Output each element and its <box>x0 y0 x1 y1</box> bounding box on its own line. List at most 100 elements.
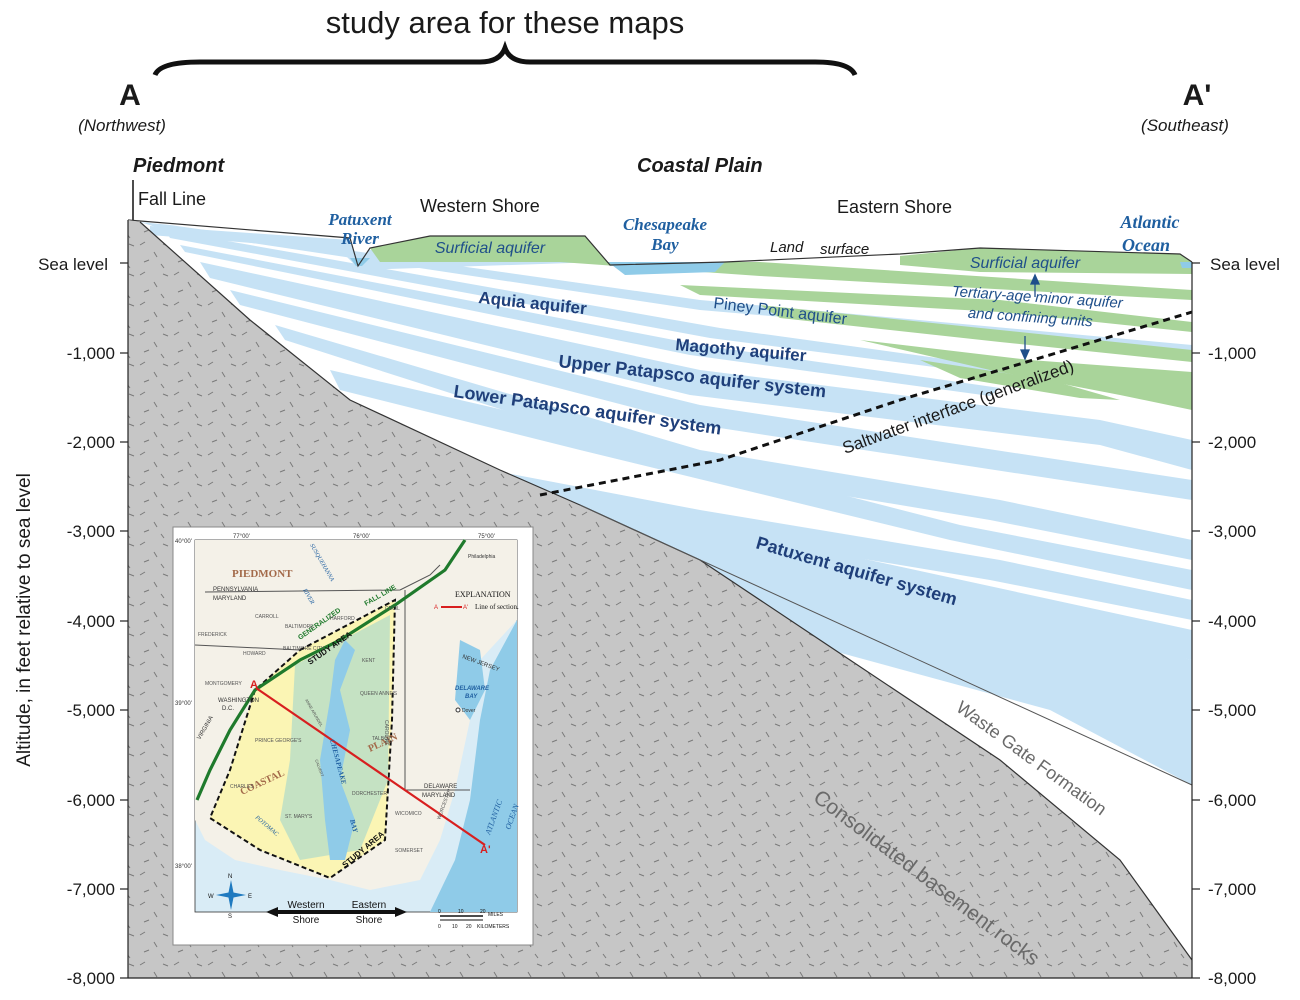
inset-eastern-shore-1: Eastern <box>352 900 386 911</box>
inset-chesapeake-bay <box>320 640 355 860</box>
land-surface-line <box>127 219 1193 268</box>
tick-label-right: -6,000 <box>1208 791 1256 810</box>
tick-label-right: -3,000 <box>1208 522 1256 541</box>
tick-label-right: -8,000 <box>1208 969 1256 988</box>
tick-label-left: -4,000 <box>67 612 115 631</box>
inset-label-pennsylvania: PENNSYLVANIA <box>213 587 258 593</box>
y-axis-ticks <box>120 262 1200 979</box>
inset-location-map: PIEDMONT PENNSYLVANIA MARYLAND VIRGINIA … <box>172 526 534 946</box>
chesapeake-bay-water <box>608 262 725 275</box>
fall-line-label: Fall Line <box>138 189 206 209</box>
sea-level-left-label: Sea level <box>38 255 108 274</box>
inset-fall-line <box>195 539 467 801</box>
inset-legend-text: Line of section. <box>475 603 519 611</box>
tick-label-left: -2,000 <box>67 433 115 452</box>
inset-eastern-shore-2: Shore <box>356 915 383 926</box>
inset-county: QUEEN ANNE'S <box>360 691 398 697</box>
inset-label-maryland: MARYLAND <box>213 596 247 602</box>
sea-level-right-label: Sea level <box>1210 255 1280 274</box>
surficial-aquifer-west-label: Surficial aquifer <box>435 240 546 257</box>
tick-label-left: -7,000 <box>67 880 115 899</box>
section-end-a-prime-direction: (Southeast) <box>1141 116 1229 135</box>
scale-mi-tick: 20 <box>480 909 486 915</box>
tick-label-left: -5,000 <box>67 701 115 720</box>
inset-section-a-prime: A' <box>480 844 491 856</box>
surficial-aquifer-east <box>900 248 1192 274</box>
scale-km-label: KILOMETERS <box>477 924 510 930</box>
inset-state-borders <box>194 564 470 791</box>
tick-label-left: -1,000 <box>67 344 115 363</box>
inset-county: ST. MARY'S <box>285 814 313 820</box>
inset-county: WICOMICO <box>395 811 422 817</box>
patuxent-river-label-2: River <box>340 229 379 248</box>
inset-legend-a-prime: A' <box>463 605 468 611</box>
tick-label-right: -1,000 <box>1208 344 1256 363</box>
inset-shore-arrow <box>266 907 407 917</box>
inset-label-dover: Dover <box>462 708 476 714</box>
inset-lat-label: 40°00' <box>175 539 192 545</box>
eastern-shore-label: Eastern Shore <box>837 197 952 217</box>
land-surface-label-2: surface <box>820 241 869 258</box>
left-tick-labels: -1,000 -2,000 -3,000 -4,000 -5,000 -6,00… <box>67 344 115 988</box>
inset-label-delaware-bay-1: DELAWARE <box>455 686 490 692</box>
inset-section-a: A <box>250 679 258 691</box>
inset-county: PRINCE GEORGE'S <box>255 738 302 744</box>
compass-e: E <box>248 894 252 900</box>
inset-county: CALVERT <box>314 759 325 778</box>
inset-lon-label: 77°00' <box>233 534 250 540</box>
inset-county: BALTIMORE CITY <box>283 646 325 652</box>
inset-label-maryland-2: MARYLAND <box>422 793 456 799</box>
land-surface-label-1: Land <box>770 239 804 256</box>
tick-label-right: -4,000 <box>1208 612 1256 631</box>
inset-county: MONTGOMERY <box>205 681 243 687</box>
western-shore-label: Western Shore <box>420 196 540 216</box>
saltwater-interface-line <box>539 310 1193 497</box>
section-end-a: A <box>119 79 141 112</box>
inset-lon-label: 75°00' <box>478 534 495 540</box>
inset-county: CHARLES <box>230 784 254 790</box>
inset-label-piedmont: PIEDMONT <box>232 568 293 580</box>
inset-lat-label: 39°00' <box>175 701 192 707</box>
compass-n: N <box>228 874 232 880</box>
inset-county: SOMERSET <box>395 848 423 854</box>
inset-county: KENT <box>362 658 375 664</box>
inset-compass-rose: N S W E <box>208 874 252 920</box>
inset-scale-bar: 0 10 20 MILES 0 10 20 KILOMETERS <box>438 909 510 930</box>
inset-county: CARROLL <box>255 614 279 620</box>
inset-county: TALBOT <box>372 736 391 742</box>
inset-explanation-title: EXPLANATION <box>455 590 511 599</box>
tick-label-left: -3,000 <box>67 522 115 541</box>
atlantic-ocean-label: Atlantic <box>1119 212 1179 232</box>
tertiary-arrows <box>1019 273 1041 361</box>
inset-legend-a: A <box>434 605 438 611</box>
patuxent-river-label: Patuxent <box>327 210 393 229</box>
scale-km-tick: 0 <box>438 924 441 930</box>
inset-ocean <box>430 620 517 912</box>
region-coastal-plain: Coastal Plain <box>637 155 763 177</box>
inset-county: HOWARD <box>243 651 266 657</box>
inset-county: CAROLINE <box>383 720 389 746</box>
inset-delaware-bay <box>455 640 485 720</box>
study-area-brace <box>152 40 858 77</box>
inset-label-bay: BAY <box>348 817 360 834</box>
inset-county: HARFORD <box>330 616 355 622</box>
study-area-title: study area for these maps <box>326 5 684 40</box>
surficial-aquifer-east-label: Surficial aquifer <box>970 255 1081 272</box>
atlantic-ocean-label-2: Ocean <box>1122 235 1170 255</box>
inset-label-delaware-bay-2: BAY <box>465 694 478 700</box>
chesapeake-bay-label-2: Bay <box>650 235 679 254</box>
inset-section-line <box>255 687 486 846</box>
atlantic-ocean-water <box>1180 262 1192 268</box>
tick-label-left: -8,000 <box>67 969 115 988</box>
scale-km-tick: 10 <box>452 924 458 930</box>
inset-label-dc: D.C. <box>222 706 234 712</box>
inset-county: BALTIMORE <box>285 624 314 630</box>
scale-km-tick: 20 <box>466 924 472 930</box>
chesapeake-bay-label: Chesapeake <box>623 215 708 234</box>
tick-label-right: -5,000 <box>1208 701 1256 720</box>
inset-lat-label: 38°00' <box>175 864 192 870</box>
section-end-a-direction: (Northwest) <box>78 116 166 135</box>
inset-western-shore-2: Shore <box>293 915 320 926</box>
section-end-a-prime: A' <box>1183 79 1212 112</box>
inset-county: CECIL <box>385 606 400 612</box>
